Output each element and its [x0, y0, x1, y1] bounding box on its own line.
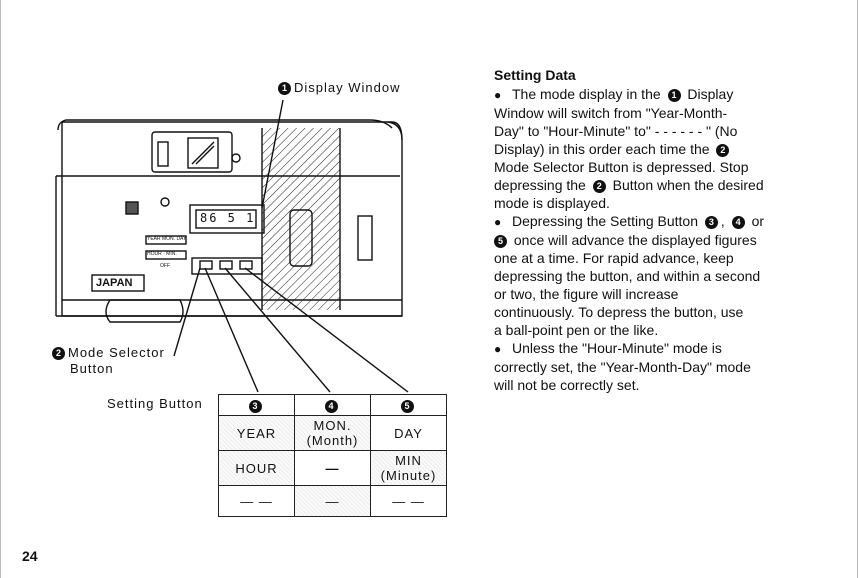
text-span: continuously. To depress the button, use	[494, 304, 744, 320]
number-marker: 1	[278, 82, 291, 96]
table-cell: HOUR	[218, 450, 295, 486]
number-marker: 5	[494, 234, 507, 248]
cell-line: MON.	[313, 418, 352, 433]
mode-label-off: OFF	[160, 263, 170, 269]
camera-body-outline	[61, 121, 403, 317]
table-cell: — —	[370, 485, 447, 517]
column-header-4: 4	[294, 394, 371, 416]
lcd-readout: 86 5 1	[200, 211, 256, 225]
column-header-5: 5	[370, 394, 447, 416]
table-row: — — — — —	[218, 485, 447, 517]
text-span: Depressing the Setting Button	[512, 213, 699, 229]
display-window-label: Display Window	[294, 80, 401, 95]
number-marker: 3	[248, 399, 262, 413]
paragraph-2: ● Depressing the Setting Button 3, 4 or 5…	[494, 212, 824, 339]
number-marker: 1	[667, 88, 681, 102]
page-edge-left	[0, 0, 1, 578]
mode-label-ymd: YEAR MON. DAY	[147, 236, 187, 242]
text-span: Display	[687, 86, 734, 102]
paragraph-1: ● The mode display in the 1 Display Windo…	[494, 85, 824, 212]
text-span: Button when the desired	[612, 177, 764, 193]
mode-selector-label-1: Mode Selector	[68, 345, 165, 360]
text-span: once will advance the displayed figures	[513, 232, 757, 248]
number-marker: 4	[731, 215, 745, 229]
setting-table: 3 4 5 YEAR MON.(Month) DAY HOUR — MIN(Mi…	[218, 394, 447, 517]
camera-body-top	[57, 119, 393, 131]
setting-button-label: Setting Button	[107, 396, 203, 411]
text-span: Display) in this order each time the	[494, 141, 710, 157]
text-span: The mode display in the	[512, 86, 661, 102]
text-span: ,	[720, 213, 725, 229]
table-cell: — —	[218, 485, 295, 517]
text-span: Mode Selector Button is depressed. Stop	[494, 159, 749, 175]
page-number: 24	[22, 548, 38, 564]
bullet-icon: ●	[494, 342, 502, 356]
column-header-3: 3	[218, 394, 295, 416]
number-marker: 2	[716, 143, 730, 157]
section-heading: Setting Data	[494, 67, 576, 83]
number-marker: 2	[52, 347, 65, 361]
table-cell: YEAR	[218, 415, 295, 451]
table-cell: —	[294, 450, 371, 486]
number-marker: 2	[592, 179, 606, 193]
table-cell: MON.(Month)	[294, 415, 371, 451]
text-span: or	[751, 213, 765, 229]
text-span: depressing the	[494, 177, 586, 193]
text-span: Unless the "Hour-Minute" mode is	[512, 340, 722, 356]
number-marker: 4	[324, 399, 338, 413]
text-span: depressing the button, and within a seco…	[494, 268, 761, 284]
mode-selector-label-2: Button	[70, 361, 114, 376]
brand-badge: JAPAN	[96, 277, 133, 289]
viewfinder	[151, 131, 233, 173]
table-cell: MIN(Minute)	[370, 450, 447, 486]
table-cell: —	[294, 485, 371, 517]
text-span: Day" to "Hour-Minute" to" - - - - - - " …	[494, 123, 738, 139]
text-span: will not be correctly set.	[494, 377, 640, 393]
cell-line: (Minute)	[380, 468, 437, 483]
cell-line: MIN	[395, 453, 422, 468]
text-span: a ball-point pen or the like.	[494, 322, 659, 338]
text-span: correctly set, the "Year-Month-Day" mode	[494, 359, 751, 375]
number-marker: 5	[400, 399, 414, 413]
text-span: one at a time. For rapid advance, keep	[494, 250, 734, 266]
bullet-icon: ●	[494, 88, 502, 102]
table-row: HOUR — MIN(Minute)	[218, 450, 447, 486]
hatched-panel	[262, 128, 340, 310]
camera-illustration	[55, 99, 409, 393]
cell-line: (Month)	[306, 433, 359, 448]
paragraph-3: ● Unless the "Hour-Minute" mode is correc…	[494, 339, 824, 394]
setting-data-section: Setting Data ● The mode display in the 1 …	[494, 66, 824, 394]
text-span: or two, the figure will increase	[494, 286, 679, 302]
number-marker: 3	[704, 215, 718, 229]
mode-label-hm: HOUR · MIN.	[147, 251, 177, 257]
bullet-icon: ●	[494, 215, 502, 229]
table-row: YEAR MON.(Month) DAY	[218, 415, 447, 451]
text-span: Window will switch from "Year-Month-	[494, 105, 728, 121]
table-cell: DAY	[370, 415, 447, 451]
text-span: mode is displayed.	[494, 195, 610, 211]
